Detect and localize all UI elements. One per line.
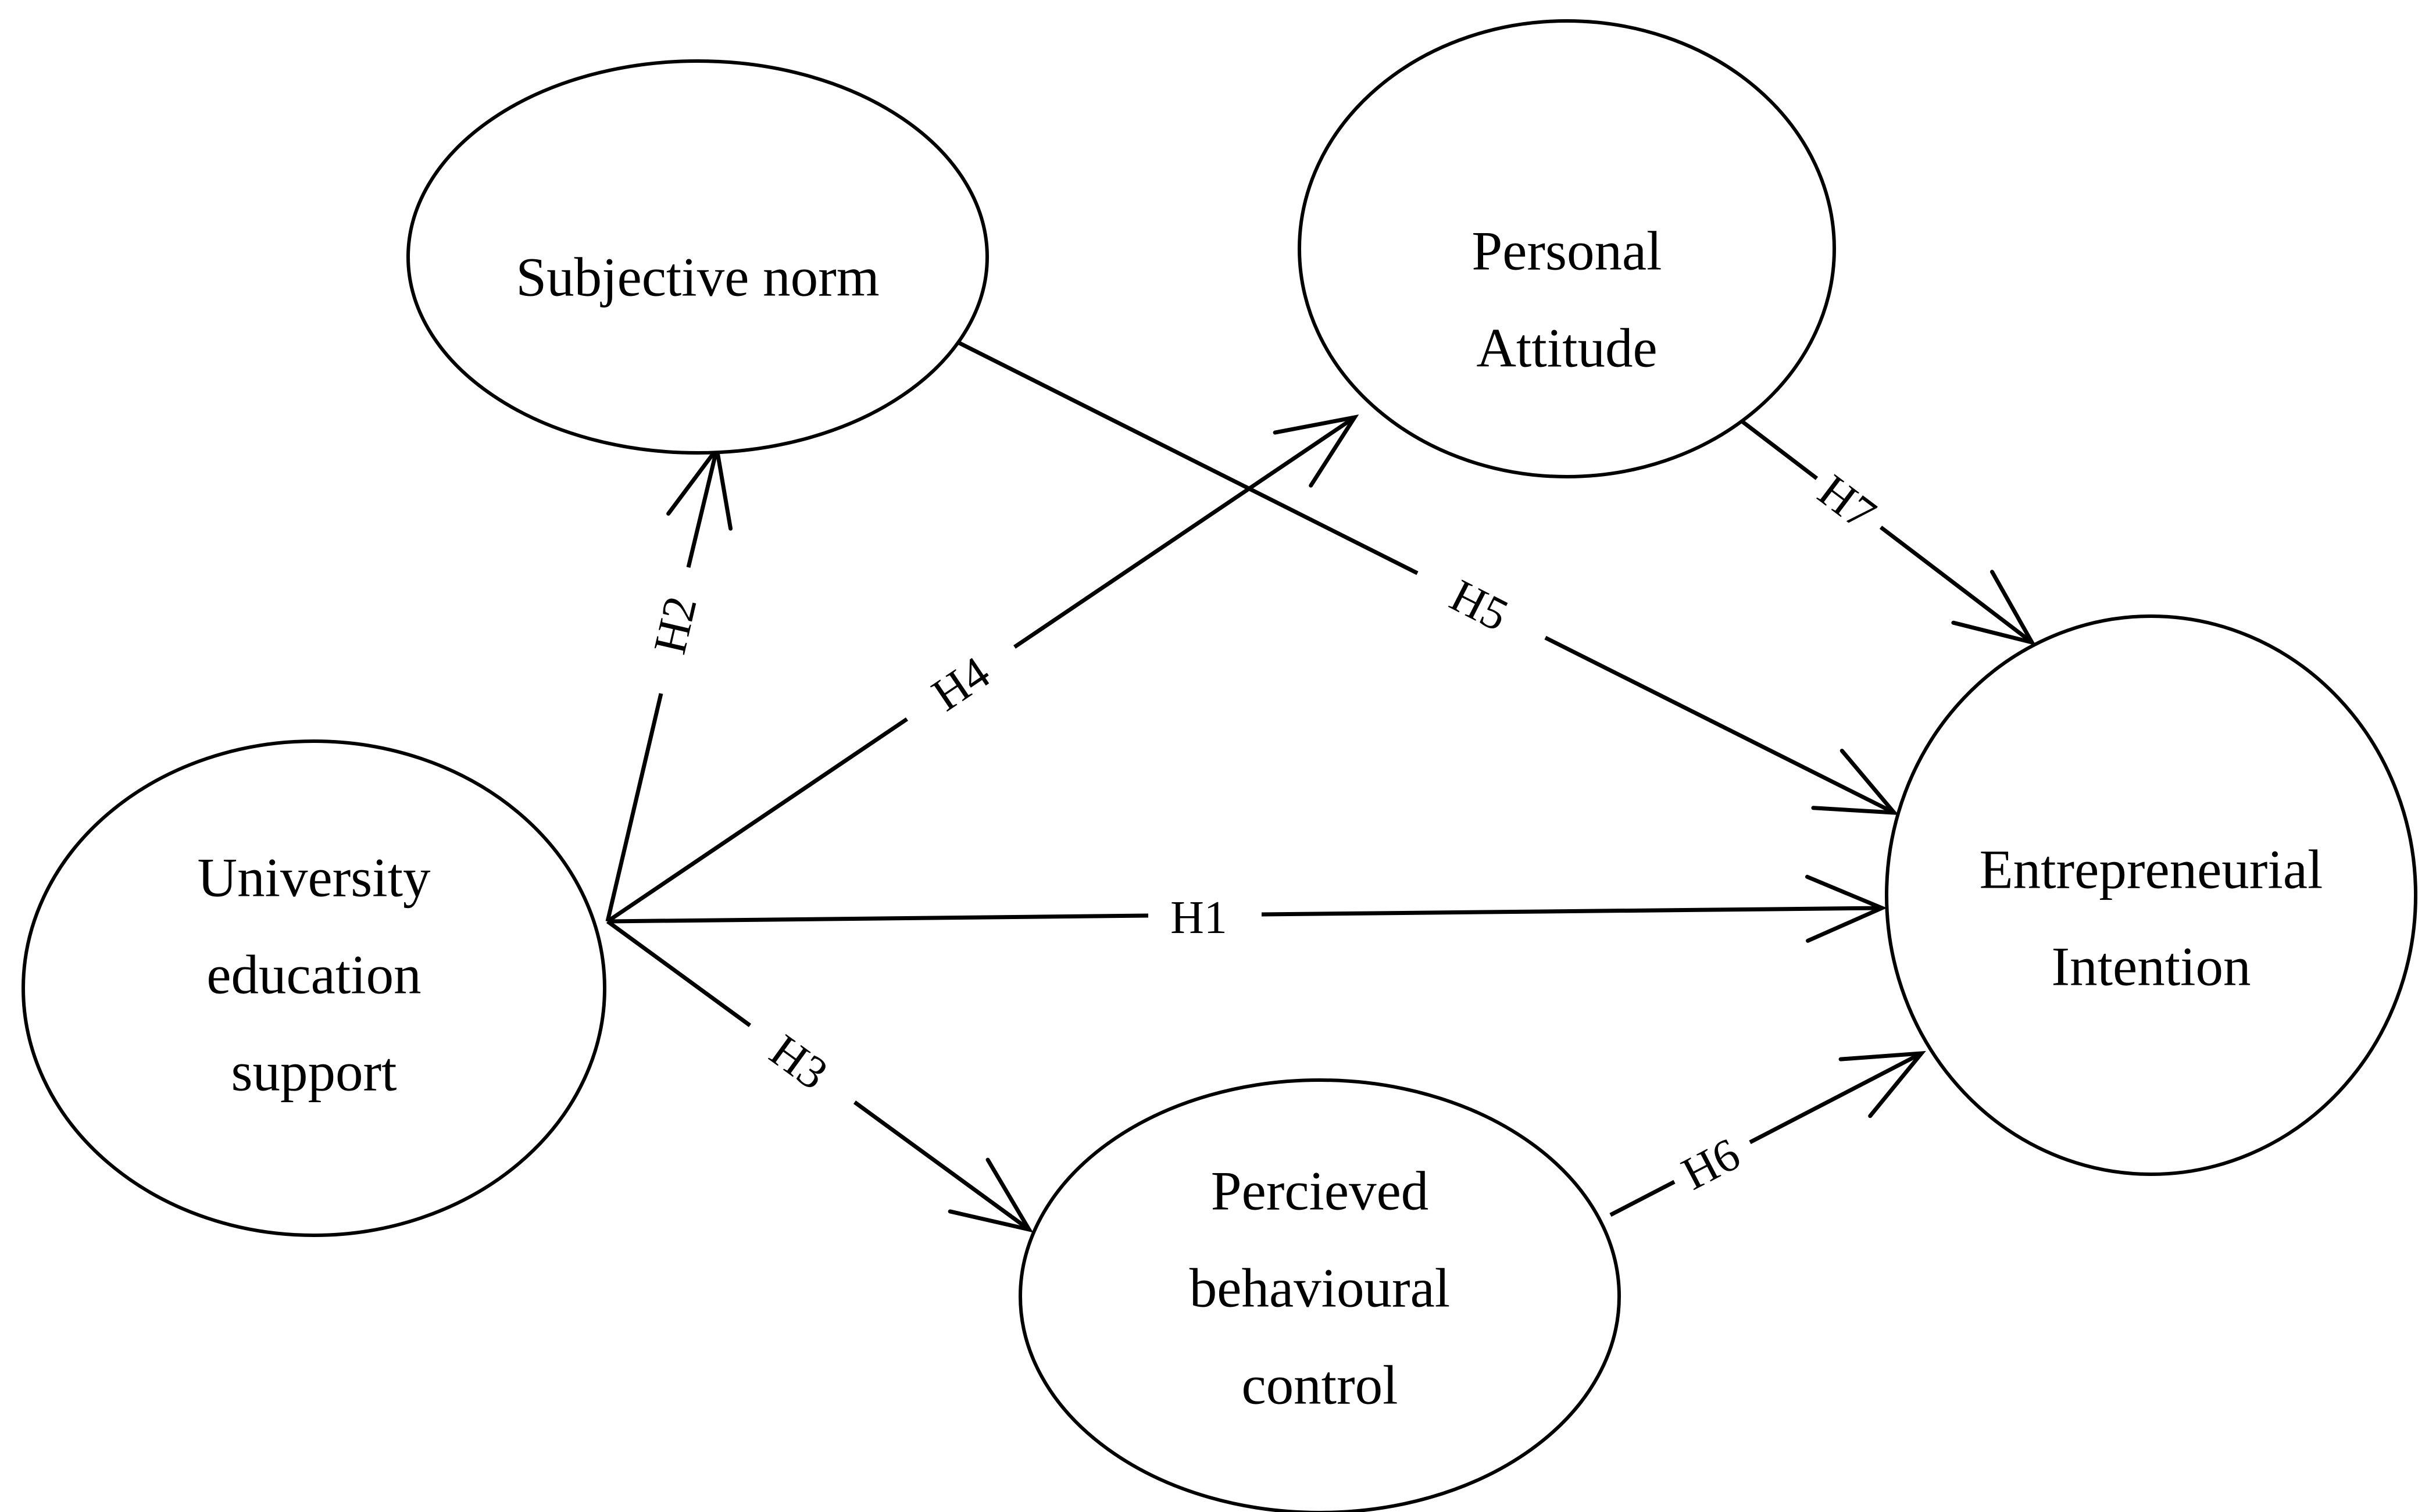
node-ellipse-percieved-behavioural-control bbox=[1019, 1078, 1621, 1512]
edge-label-H5: H5 bbox=[1442, 570, 1516, 641]
edge-H7: H7 bbox=[1737, 417, 2037, 646]
edge-label-H1: H1 bbox=[1170, 892, 1227, 943]
edge-H3: H3 bbox=[606, 920, 1034, 1233]
node-ellipse-university-education-support bbox=[22, 739, 606, 1237]
edge-label-H4: H4 bbox=[923, 647, 999, 721]
edge-H2: H2 bbox=[605, 444, 733, 922]
node-ellipse-subjective-norm bbox=[406, 59, 989, 455]
edge-line-H6-1 bbox=[1609, 1179, 1676, 1217]
edge-label-H7: H7 bbox=[1809, 465, 1885, 540]
edge-line-H1-2 bbox=[1261, 874, 1887, 943]
edge-H6: H6 bbox=[1609, 1050, 1926, 1217]
node-label-university-education-support-line-2: education bbox=[206, 943, 421, 1005]
edge-line-H7-2 bbox=[1879, 526, 2037, 646]
node-percieved-behavioural-control: Percieved behavioural control bbox=[1019, 1078, 1621, 1512]
edge-line-H7-1 bbox=[1737, 417, 1819, 480]
edge-line-H2-1 bbox=[605, 693, 663, 922]
edge-label-H3: H3 bbox=[760, 1025, 837, 1100]
node-university-education-support: University education support bbox=[22, 739, 606, 1237]
edge-line-H4-2 bbox=[1013, 414, 1359, 649]
edge-H4: H4 bbox=[606, 414, 1359, 923]
edge-line-H3-1 bbox=[606, 920, 752, 1027]
edge-label-H6: H6 bbox=[1674, 1128, 1748, 1200]
node-label-entrepreneurial-intention-line-2: Intention bbox=[2052, 935, 2251, 997]
node-label-entrepreneurial-intention-line-1: Entrepreneurial bbox=[1980, 838, 2323, 900]
node-label-percieved-behavioural-control-line-2: behavioural bbox=[1190, 1257, 1450, 1318]
edge-label-H2: H2 bbox=[644, 592, 707, 659]
edge-line-H5-1 bbox=[953, 338, 1419, 576]
node-label-personal-attitude-line-2: Attitude bbox=[1476, 317, 1657, 378]
edge-line-H5-2 bbox=[1544, 635, 1899, 815]
edge-line-H4-1 bbox=[606, 717, 908, 923]
node-label-personal-attitude-line-1: Personal bbox=[1471, 220, 1662, 281]
node-label-university-education-support-line-3: support bbox=[231, 1041, 397, 1102]
node-label-university-education-support-line-1: University bbox=[197, 846, 431, 908]
edge-line-H2-2 bbox=[666, 444, 733, 568]
edge-line-H1-1 bbox=[607, 913, 1149, 924]
node-label-subjective-norm-line-1: Subjective norm bbox=[516, 246, 879, 308]
edge-line-H3-2 bbox=[853, 1100, 1034, 1233]
node-ellipse-personal-attitude bbox=[1298, 19, 1836, 478]
node-label-percieved-behavioural-control-line-1: Percieved bbox=[1211, 1160, 1429, 1221]
node-ellipse-entrepreneurial-intention bbox=[1885, 614, 2417, 1176]
node-subjective-norm: Subjective norm bbox=[406, 59, 989, 455]
edge-H1: H1 bbox=[607, 874, 1887, 943]
node-label-percieved-behavioural-control-line-3: control bbox=[1241, 1354, 1398, 1416]
edge-line-H6-2 bbox=[1749, 1050, 1926, 1145]
